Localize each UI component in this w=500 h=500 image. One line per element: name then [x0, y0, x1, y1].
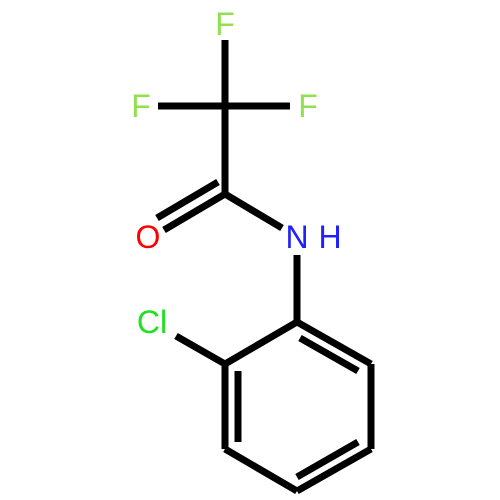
atom-n: N: [285, 219, 308, 255]
atom-f-left: F: [131, 88, 151, 124]
ring-inner-bond-2: [295, 438, 360, 481]
atom-f-top: F: [215, 6, 235, 42]
bond-c-o-double-2: [155, 178, 220, 222]
ring-bond-6: [223, 318, 299, 368]
ring-bond-1: [295, 318, 373, 368]
ring-inner-bond-1: [298, 334, 360, 375]
bond-c-o-double-1: [162, 190, 227, 234]
bond-c-n: [223, 190, 284, 232]
atom-o: O: [136, 219, 161, 255]
bond-c-cl: [174, 332, 227, 368]
ring-bond-3: [295, 445, 373, 495]
atom-f-right: F: [298, 88, 318, 124]
atom-cl: Cl: [137, 304, 167, 340]
atom-h: H: [318, 219, 341, 255]
ring-bond-4: [223, 445, 299, 495]
